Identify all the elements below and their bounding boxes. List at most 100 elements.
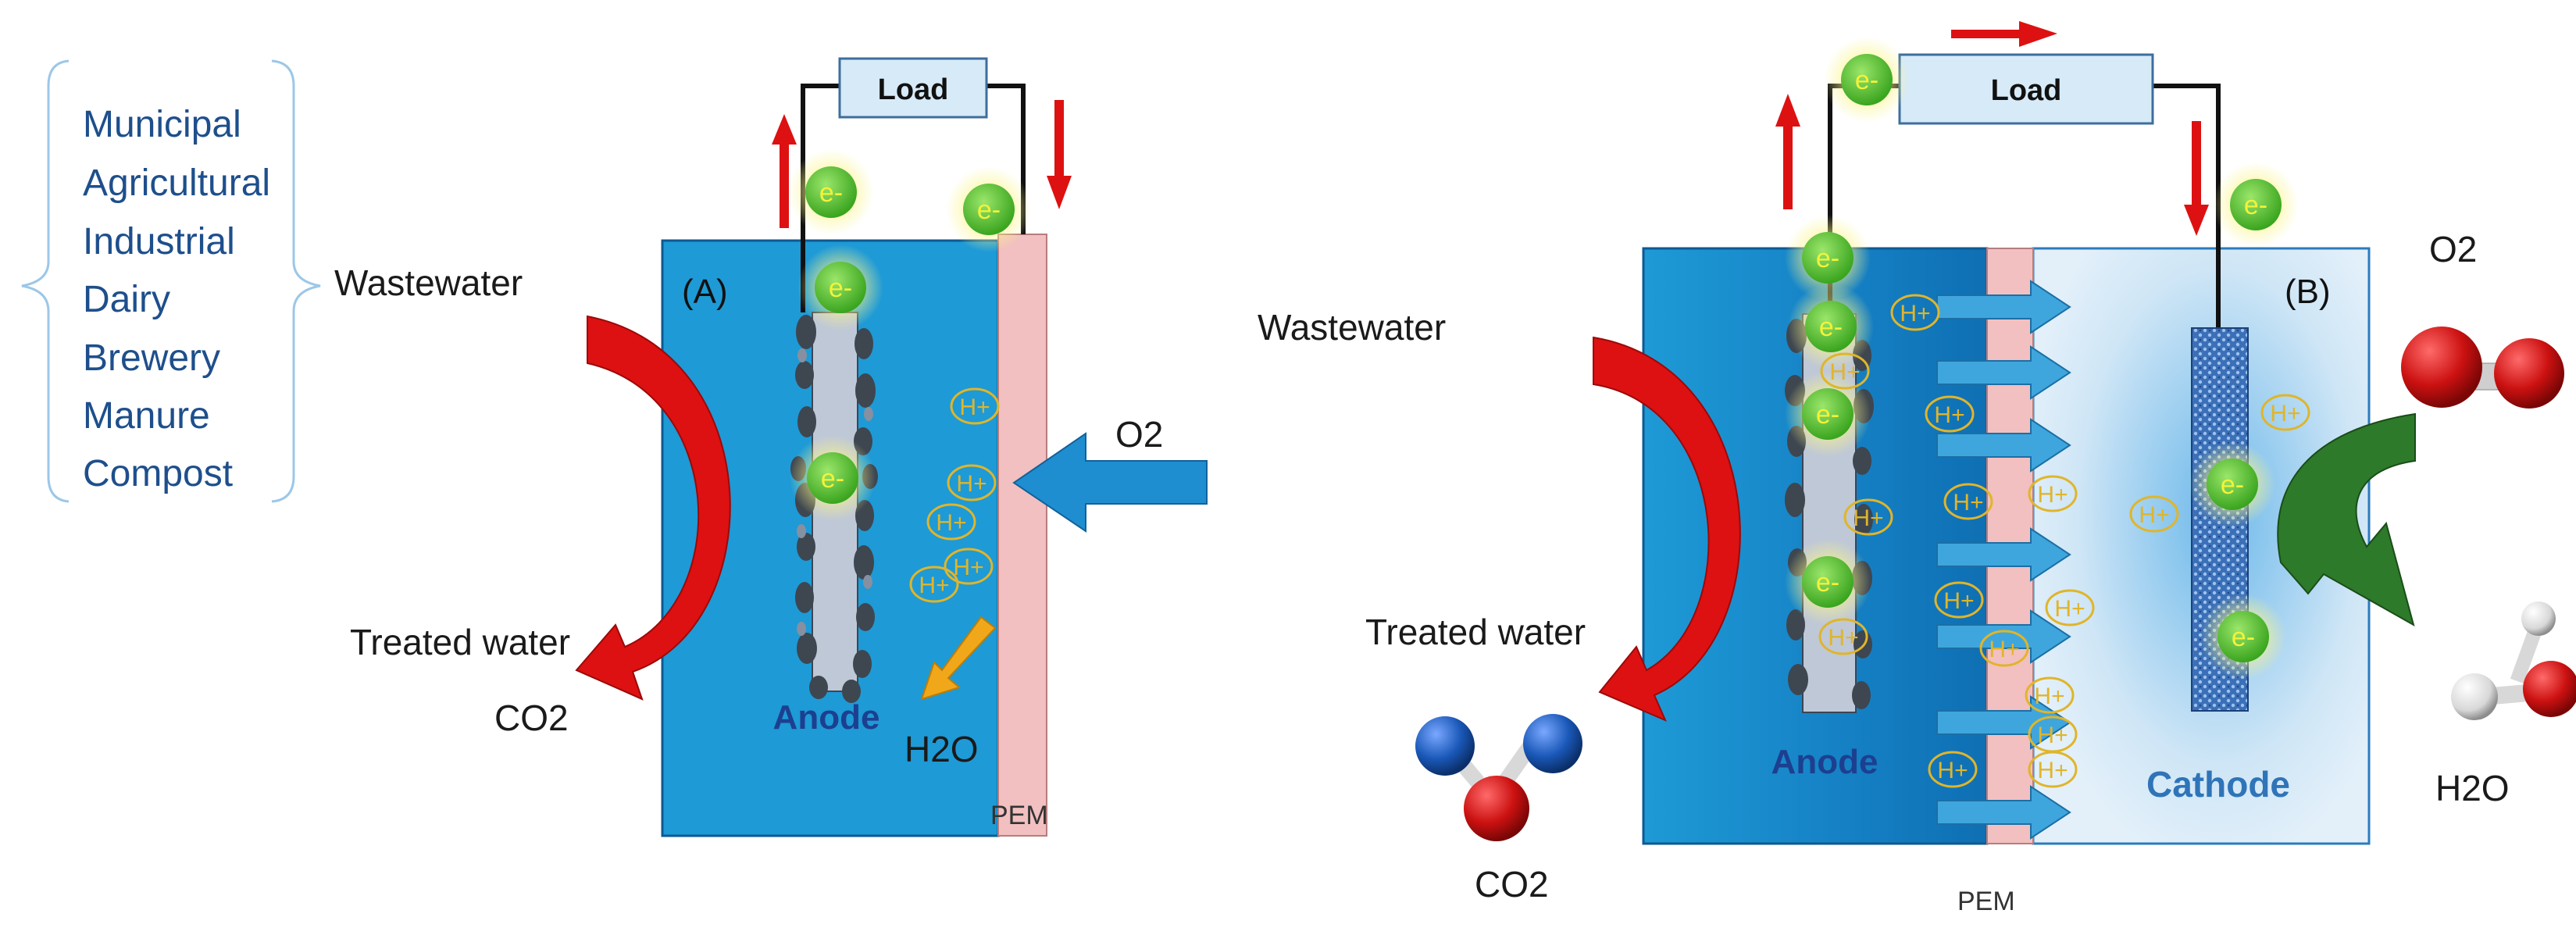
svg-text:e-: e- xyxy=(2221,470,2244,500)
panel-b-current-right-arrow xyxy=(1951,21,2057,47)
panel-a-proton: H+ xyxy=(947,464,997,501)
panel-b-load-box xyxy=(1898,53,2154,125)
panel-b-h2o-label: H2O xyxy=(2435,768,2510,808)
panel-b-h2o-molecule xyxy=(2451,601,2576,720)
panel-a-electron: e- xyxy=(797,244,883,330)
panel-a-wastewater-label: Wastewater xyxy=(334,262,523,303)
panel-b-electron: e- xyxy=(1824,37,1910,123)
sources-left-brace xyxy=(21,59,70,503)
svg-text:H+: H+ xyxy=(956,471,987,497)
panel-b-electron: e- xyxy=(1785,215,1871,301)
svg-text:e-: e- xyxy=(1819,312,1843,342)
panel-a-co2-label: CO2 xyxy=(494,698,569,738)
panel-a-proton: H+ xyxy=(944,548,994,585)
panel-b-current-up-arrow xyxy=(1775,94,1800,209)
panel-b-electron: e- xyxy=(1785,371,1871,457)
panel-a-pem-membrane xyxy=(997,234,1047,837)
panel-b-proton: H+ xyxy=(1943,483,1993,520)
panel-a-current-down-arrow xyxy=(1047,100,1072,209)
panel-b-proton: H+ xyxy=(2028,475,2078,512)
panel-b-treated-water-label: Treated water xyxy=(1365,612,1586,652)
panel-a-electron: e- xyxy=(790,435,876,521)
panel-b-wire-cathode xyxy=(2153,84,2221,328)
svg-text:H+: H+ xyxy=(1900,301,1930,327)
panel-b-wastewater-label: Wastewater xyxy=(1258,307,1446,348)
svg-text:e-: e- xyxy=(2232,623,2255,652)
svg-text:H+: H+ xyxy=(1828,625,1858,651)
svg-text:H+: H+ xyxy=(1937,758,1968,783)
wastewater-sources: Municipal Agricultural Industrial Dairy … xyxy=(21,59,321,503)
source-manure: Manure xyxy=(83,395,210,437)
panel-b-current-down-arrow xyxy=(2184,121,2209,236)
panel-a-proton: H+ xyxy=(926,503,976,541)
svg-text:H+: H+ xyxy=(1829,359,1860,385)
svg-text:H+: H+ xyxy=(2037,723,2068,748)
source-agricultural: Agricultural xyxy=(83,162,270,204)
panel-a-o2-arrow xyxy=(1012,432,1208,533)
panel-a-h2o-arrow xyxy=(920,616,997,701)
panel-b-wastewater-flow-arrow xyxy=(1593,336,1741,722)
source-municipal: Municipal xyxy=(83,104,241,145)
svg-text:H+: H+ xyxy=(2034,683,2064,709)
panel-b-anode-label: Anode xyxy=(1771,743,1878,781)
svg-text:H+: H+ xyxy=(959,394,990,420)
panel-b-proton: H+ xyxy=(1979,630,2029,667)
panel-b-proton: H+ xyxy=(1820,352,1870,390)
panel-a-load-label: Load xyxy=(878,73,949,106)
proton-arrow xyxy=(1936,280,2071,334)
svg-text:e-: e- xyxy=(1855,66,1878,95)
svg-text:H+: H+ xyxy=(2054,596,2085,622)
panel-b-proton: H+ xyxy=(1818,618,1868,655)
panel-b-label: (B) xyxy=(2285,273,2331,311)
panel-a-pem-label: PEM xyxy=(990,801,1048,830)
panel-a-wire-anode xyxy=(801,84,840,312)
source-industrial: Industrial xyxy=(83,221,235,262)
proton-arrow xyxy=(1936,527,2071,582)
panel-a-proton: H+ xyxy=(909,566,959,603)
panel-a-current-up-arrow xyxy=(772,114,797,228)
svg-text:H+: H+ xyxy=(2037,482,2068,508)
panel-b: PEM Load xyxy=(1258,21,2576,916)
panel-a-anode-label: Anode xyxy=(773,698,880,737)
proton-arrow xyxy=(1936,609,2071,664)
svg-text:H+: H+ xyxy=(1934,402,1964,428)
source-brewery: Brewery xyxy=(83,337,220,379)
panel-b-co2-label: CO2 xyxy=(1475,864,1549,905)
panel-a-o2-label: O2 xyxy=(1115,414,1163,455)
panel-b-o2-molecule xyxy=(2401,327,2564,409)
panel-b-proton: H+ xyxy=(2025,676,2075,714)
panel-b-pem-label: PEM xyxy=(1957,887,2015,916)
source-compost: Compost xyxy=(83,453,233,494)
svg-text:H+: H+ xyxy=(1943,588,1974,614)
svg-text:e-: e- xyxy=(2244,191,2267,220)
proton-arrow xyxy=(1936,785,2071,840)
panel-a-label: (A) xyxy=(682,273,728,311)
panel-a-load-box xyxy=(838,57,988,119)
panel-a-electron: e- xyxy=(788,149,874,235)
panel-b-o2-label: O2 xyxy=(2429,229,2477,269)
source-dairy: Dairy xyxy=(83,279,170,320)
panel-b-proton: H+ xyxy=(1890,294,1940,331)
panel-a-wastewater-flow-arrow xyxy=(575,315,731,701)
proton-arrow xyxy=(1936,345,2071,400)
panel-b-electron: e- xyxy=(2189,441,2275,527)
panel-b-co2-molecule xyxy=(1415,714,1582,841)
svg-text:e-: e- xyxy=(1816,400,1839,430)
panel-b-proton: H+ xyxy=(2028,751,2078,788)
panel-b-proton: H+ xyxy=(1843,498,1893,536)
svg-text:H+: H+ xyxy=(936,510,966,536)
panel-a-h2o-label: H2O xyxy=(904,729,979,769)
panel-b-electron: e- xyxy=(1785,539,1871,625)
svg-text:H+: H+ xyxy=(2270,401,2300,426)
svg-text:e-: e- xyxy=(819,178,843,208)
panel-b-electron: e- xyxy=(2200,594,2286,680)
svg-text:H+: H+ xyxy=(2139,502,2169,528)
panel-b-proton: H+ xyxy=(1925,395,1975,433)
svg-text:H+: H+ xyxy=(919,573,949,598)
panel-b-electron: e- xyxy=(1788,284,1874,369)
panel-b-reduction-arrow xyxy=(2277,412,2416,627)
svg-text:H+: H+ xyxy=(1953,490,1983,516)
sources-right-brace xyxy=(271,59,321,503)
